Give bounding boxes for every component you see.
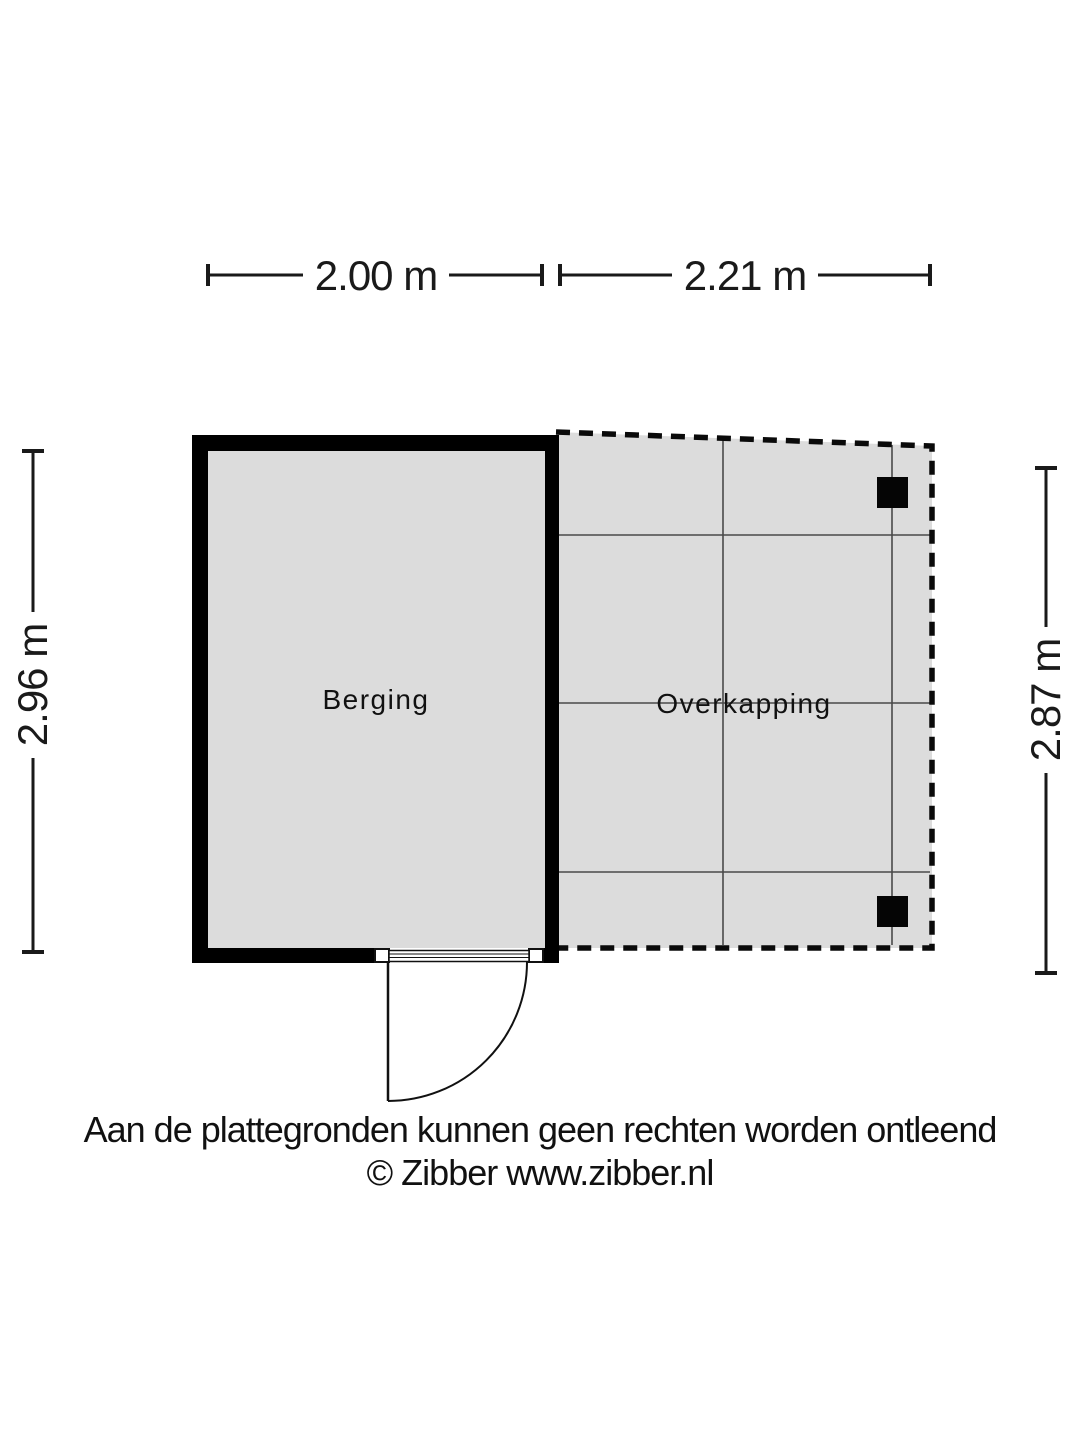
post-bottom-right (877, 896, 908, 927)
dimension-label-mask (1020, 627, 1072, 773)
dimension-label-overkapping-width: 2.21 m (684, 252, 806, 299)
post-top-right (877, 477, 908, 508)
dimension-label-mask (303, 247, 449, 303)
room-label-berging: Berging (322, 684, 429, 715)
door-jamb-left (374, 948, 390, 963)
dimension-top-berging: 2.00 m (206, 247, 544, 303)
dimension-right-overkapping: 2.87 m (1020, 466, 1072, 975)
berging-room (192, 435, 559, 963)
door-swing-arc (387, 961, 528, 1102)
overkapping-area (548, 429, 935, 951)
door (374, 948, 544, 1102)
room-label-overkapping: Overkapping (656, 688, 831, 719)
berging-floor (208, 451, 545, 948)
dimension-top-overkapping: 2.21 m (558, 247, 932, 303)
overkapping-dashed-border (548, 429, 935, 951)
copyright-text: © Zibber www.zibber.nl (367, 1152, 714, 1193)
dimension-label-berging-width: 2.00 m (315, 252, 437, 299)
door-sill-frame (388, 949, 530, 963)
overkapping-grid (556, 440, 930, 945)
dimension-left-berging: 2.96 m (7, 449, 59, 954)
footer: Aan de plattegronden kunnen geen rechten… (84, 1109, 998, 1193)
door-jamb-right (528, 948, 544, 963)
dimension-label-overkapping-height: 2.87 m (1022, 639, 1069, 761)
door-sill (388, 949, 530, 963)
overkapping-floor (556, 432, 932, 948)
dimension-label-mask (672, 247, 818, 303)
dimension-label-mask (7, 612, 59, 758)
disclaimer-text: Aan de plattegronden kunnen geen rechten… (84, 1109, 997, 1150)
dimension-label-berging-height: 2.96 m (9, 624, 56, 746)
